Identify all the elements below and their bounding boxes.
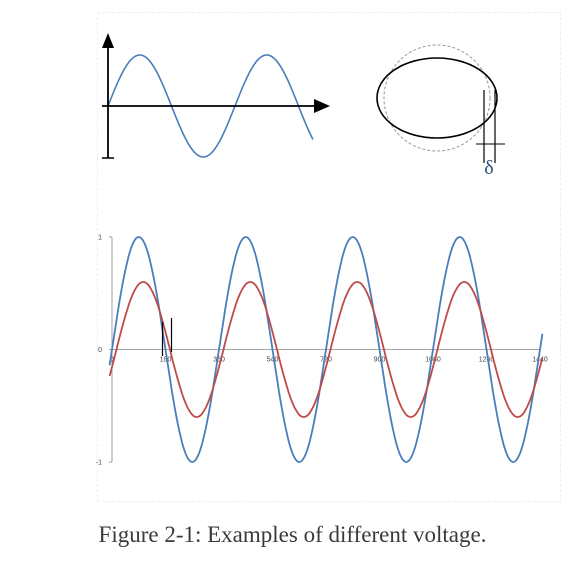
x-tick-label: 360 [213,357,225,364]
x-tick-label: 180 [160,357,172,364]
x-tick-label: 1260 [479,357,495,364]
x-tick-label: 900 [374,357,386,364]
ellipse-phase-diagram: δ [376,44,505,179]
delta-label: δ [484,157,493,179]
x-tick-label: 1080 [425,357,441,364]
x-tick-label: 540 [267,357,279,364]
x-tick-label: 1440 [532,357,548,364]
figure-frame [97,12,561,502]
series-line-1 [108,236,544,463]
x-axis-arrowhead [314,99,330,113]
sine-wave-diagram [102,33,330,159]
figure-caption: Figure 2-1: Examples of different voltag… [98,522,487,547]
x-tick-label: 0 [110,357,114,364]
sine-wave-line [107,54,314,158]
reference-circle [383,44,491,152]
y-tick-label: -1 [96,460,102,467]
x-tick-label: 720 [320,357,332,364]
y-tick-label: 0 [98,347,102,354]
y-tick-label: 1 [98,235,102,242]
y-axis-arrowhead [102,33,114,48]
series-line-2 [108,281,544,418]
phase-ellipse [376,57,498,139]
voltage-chart: 1 0 -1 0 180 360 540 720 900 1080 1260 1440 [96,235,548,467]
